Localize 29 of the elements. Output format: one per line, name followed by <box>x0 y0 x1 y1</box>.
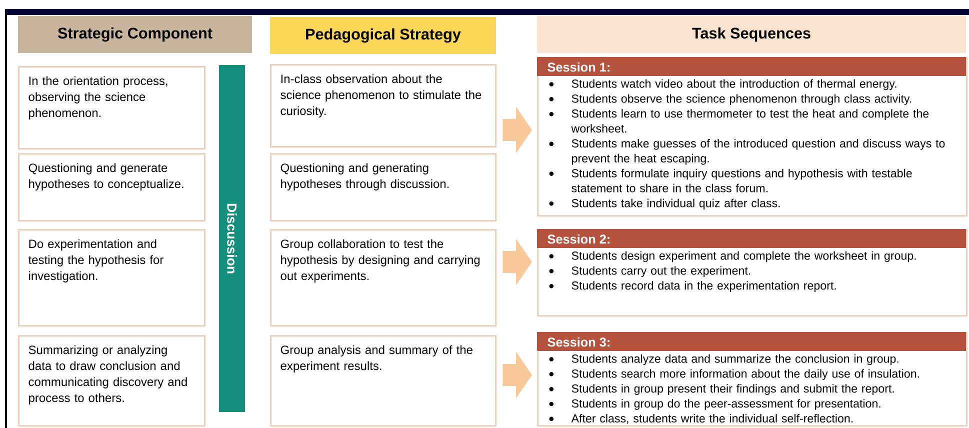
column-header: Strategic Component <box>18 16 252 53</box>
vertical-bar: Discussion <box>219 65 245 412</box>
bullet-item: Students formulate inquiry questions and hypothesis with testable statement to share in the class forum. <box>549 168 912 192</box>
bullet-item: Students make guesses of the introduced question and discuss ways to prevent the heat escaping. <box>549 139 945 165</box>
bullet-item: Students in group present their findings and submit the report. <box>549 384 894 395</box>
text-box: Group collaboration to test the hypothesis by designing and carrying out experiments. <box>270 229 497 327</box>
bullet-item: Students search more information about the daily use of insulation. <box>549 369 919 380</box>
session-header: Session 1: <box>537 57 966 76</box>
bullet-item: Students watch video about the introduction of thermal energy. <box>549 79 896 90</box>
bullet-item: Students analyze data and summarize the conclusion in group. <box>549 354 898 366</box>
bullet-item: Students in group do the peer-assessment for presentation. <box>549 399 880 410</box>
bullet-item: Students record data in the experimentation report. <box>549 281 836 292</box>
column-header: Pedagogical Strategy <box>270 17 496 54</box>
bullet-item: Students design experiment and complete the worksheet in group. <box>549 251 916 262</box>
text-box: Group analysis and summary of the experiment results. <box>270 335 497 427</box>
session-header: Session 3: <box>537 332 966 351</box>
text-box: Do experimentation and testing the hypothesis for investigation. <box>18 229 206 327</box>
column-header: Task Sequences <box>537 16 966 53</box>
session-header: Session 2: <box>537 229 966 248</box>
text-box: Questioning and generate hypotheses to conceptualize. <box>18 153 206 222</box>
bullet-item: Students take individual quiz after class. <box>549 198 780 210</box>
text-box: Summarizing or analyzing data to draw conclusion and communicating discovery and process to others. <box>18 335 206 427</box>
bullet-item: Students learn to use thermometer to test the heat and complete the worksheet. <box>549 109 929 133</box>
text-box: In the orientation process, observing the science phenomenon. <box>18 66 206 150</box>
bullet-item: Students carry out the experiment. <box>549 266 750 278</box>
bullet-item: Students observe the science phenomenon through class activity. <box>549 94 912 105</box>
text-box: In-class observation about the science phenomenon to stimulate the curiosity. <box>270 64 497 148</box>
bullet-item: After class, students write the individual self-reflection. <box>549 414 853 424</box>
text-box: Questioning and generating hypotheses through discussion. <box>270 153 497 222</box>
